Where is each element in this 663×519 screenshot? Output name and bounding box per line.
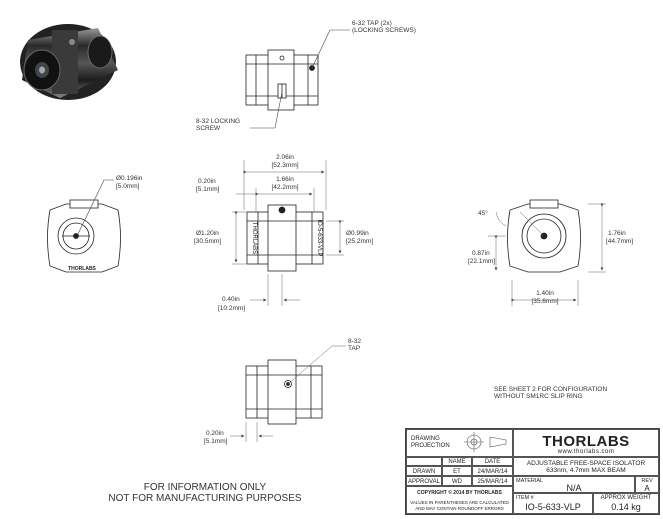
material-label: MATERIAL: [516, 478, 544, 484]
logo-cell: THORLABS www.thorlabs.com: [513, 429, 659, 457]
locking-screw-callout: 8-32 LOCKING: [196, 118, 241, 125]
name-header: NAME: [442, 457, 472, 466]
rev-value: A: [644, 484, 650, 493]
values-note-1: VALUES IN PARENTHESES ARE CALCULATED: [410, 500, 509, 505]
approval-label-text: APPROVAL: [408, 479, 440, 485]
date-header: DATE: [472, 457, 513, 466]
thorlabs-logo: THORLABS: [542, 433, 630, 450]
rev-label: REV: [641, 478, 653, 484]
title-line-2: 633nm, 4.7mm MAX BEAM: [546, 467, 626, 474]
overall-length-in: 2.06in: [276, 154, 294, 161]
front-view: [246, 204, 324, 272]
tap-632-callout-sub: (LOCKING SCREWS): [352, 27, 416, 34]
website-text: www.thorlabs.com: [557, 449, 615, 455]
tap-offset-mm: [10.2mm]: [218, 305, 246, 312]
drawn-date: 24/MAR/14: [472, 466, 513, 476]
projection-label-2: PROJECTION: [411, 443, 450, 449]
drawn-date-text: 24/MAR/14: [477, 469, 508, 475]
angle-dimension: 45°: [478, 210, 488, 217]
body-length-mm: [42.2mm]: [271, 184, 299, 191]
right-diameter-in: Ø0.99in: [346, 230, 369, 237]
approval-name: WD: [442, 476, 472, 486]
copyright-cell: COPYRIGHT © 2014 BY THORLABS VALUES IN P…: [406, 486, 513, 514]
width-mm: [35.6mm]: [531, 298, 559, 305]
locking-screw-callout-sub: SCREW: [196, 125, 221, 132]
approval-label: APPROVAL: [406, 476, 442, 486]
approval-date: 25/MAR/14: [472, 476, 513, 486]
bottom-offset-mm: [5.1mm]: [204, 438, 228, 445]
header-blank: [406, 457, 442, 466]
end-brand-mark: THORLABS: [68, 266, 96, 272]
height-in: 1.76in: [608, 230, 626, 237]
weight-value: 0.14 kg: [611, 502, 641, 512]
drawn-name-text: ET: [453, 469, 461, 475]
right-dimension-lines: [488, 203, 606, 306]
left-diameter-mm: [30.5mm]: [194, 238, 222, 245]
projection-label: DRAWING: [411, 436, 440, 442]
disclaimer: FOR INFORMATION ONLY NOT FOR MANUFACTURI…: [90, 482, 320, 504]
left-end-view: [47, 199, 121, 273]
center-height-mm: [22.1mm]: [468, 258, 496, 265]
drawn-label: DRAWN: [406, 466, 442, 476]
disclaimer-line-2: NOT FOR MANUFACTURING PURPOSES: [108, 493, 302, 504]
name-header-text: NAME: [448, 459, 466, 465]
front-dimension-lines: [232, 160, 344, 306]
title-line-1: ADJUSTABLE FREE-SPACE ISOLATOR: [526, 460, 646, 467]
end-length-in: 0.20in: [198, 178, 216, 185]
aperture-in: Ø0.196in: [116, 175, 143, 182]
approval-name-text: WD: [452, 479, 462, 485]
front-part-mark: IO-5-633-VLP: [316, 219, 322, 256]
left-diameter-in: Ø1.20in: [196, 230, 219, 237]
projection-symbol: [464, 432, 507, 452]
center-height-in: 0.87in: [472, 250, 490, 257]
material-cell: MATERIAL N/A: [513, 476, 635, 493]
item-cell: ITEM # IO-5-633-VLP: [513, 493, 593, 514]
values-note-2: AND MAY CONTAIN ROUNDOFF ERRORS: [415, 506, 504, 511]
bottom-offset-in: 0.20in: [206, 430, 224, 437]
see-sheet-note: SEE SHEET 2 FOR CONFIGURATION: [494, 386, 608, 393]
aperture-leader: [77, 179, 114, 235]
bottom-view: [245, 359, 323, 425]
rev-cell: REV A: [635, 476, 659, 493]
title-cell: ADJUSTABLE FREE-SPACE ISOLATOR 633nm, 4.…: [513, 457, 659, 476]
overall-length-mm: [52.3mm]: [271, 162, 299, 169]
weight-cell: APPROX WEIGHT 0.14 kg: [593, 493, 659, 514]
width-in: 1.40in: [536, 290, 554, 297]
aperture-mm: [5.0mm]: [116, 183, 140, 190]
title-block: DRAWING PROJECTION NAME DATE DRAWN ET 24…: [405, 428, 660, 515]
tap-632-callout: 6-32 TAP (2x): [352, 20, 392, 27]
drawn-name: ET: [442, 466, 472, 476]
body-length-in: 1.66in: [276, 176, 294, 183]
front-brand-mark: THORLABS: [251, 222, 257, 254]
right-diameter-mm: [25.2mm]: [346, 238, 374, 245]
end-length-mm: [5.1mm]: [196, 186, 220, 193]
tap-832-callout: 8-32: [348, 338, 362, 345]
disclaimer-line-1: FOR INFORMATION ONLY: [143, 482, 267, 493]
approval-date-text: 25/MAR/14: [477, 479, 508, 485]
drawn-label-text: DRAWN: [412, 469, 436, 475]
height-mm: [44.7mm]: [606, 238, 634, 245]
isometric-render: [20, 24, 118, 100]
tap-832-callout-sub: TAP: [348, 345, 361, 352]
tap-offset-in: 0.40in: [222, 296, 240, 303]
weight-label: APPROX WEIGHT: [600, 495, 652, 501]
item-value: IO-5-633-VLP: [525, 502, 581, 512]
projection-cell: DRAWING PROJECTION: [406, 429, 513, 457]
copyright-text: COPYRIGHT © 2014 BY THORLABS: [417, 490, 502, 496]
date-header-text: DATE: [484, 459, 501, 465]
see-sheet-note-sub: WITHOUT SM1RC SLIP RING: [494, 393, 583, 400]
material-value: N/A: [566, 483, 582, 493]
top-view: [245, 49, 319, 111]
item-label: ITEM #: [516, 495, 534, 501]
bottom-dimension-lines: [230, 345, 346, 442]
top-leaders: [250, 29, 350, 129]
